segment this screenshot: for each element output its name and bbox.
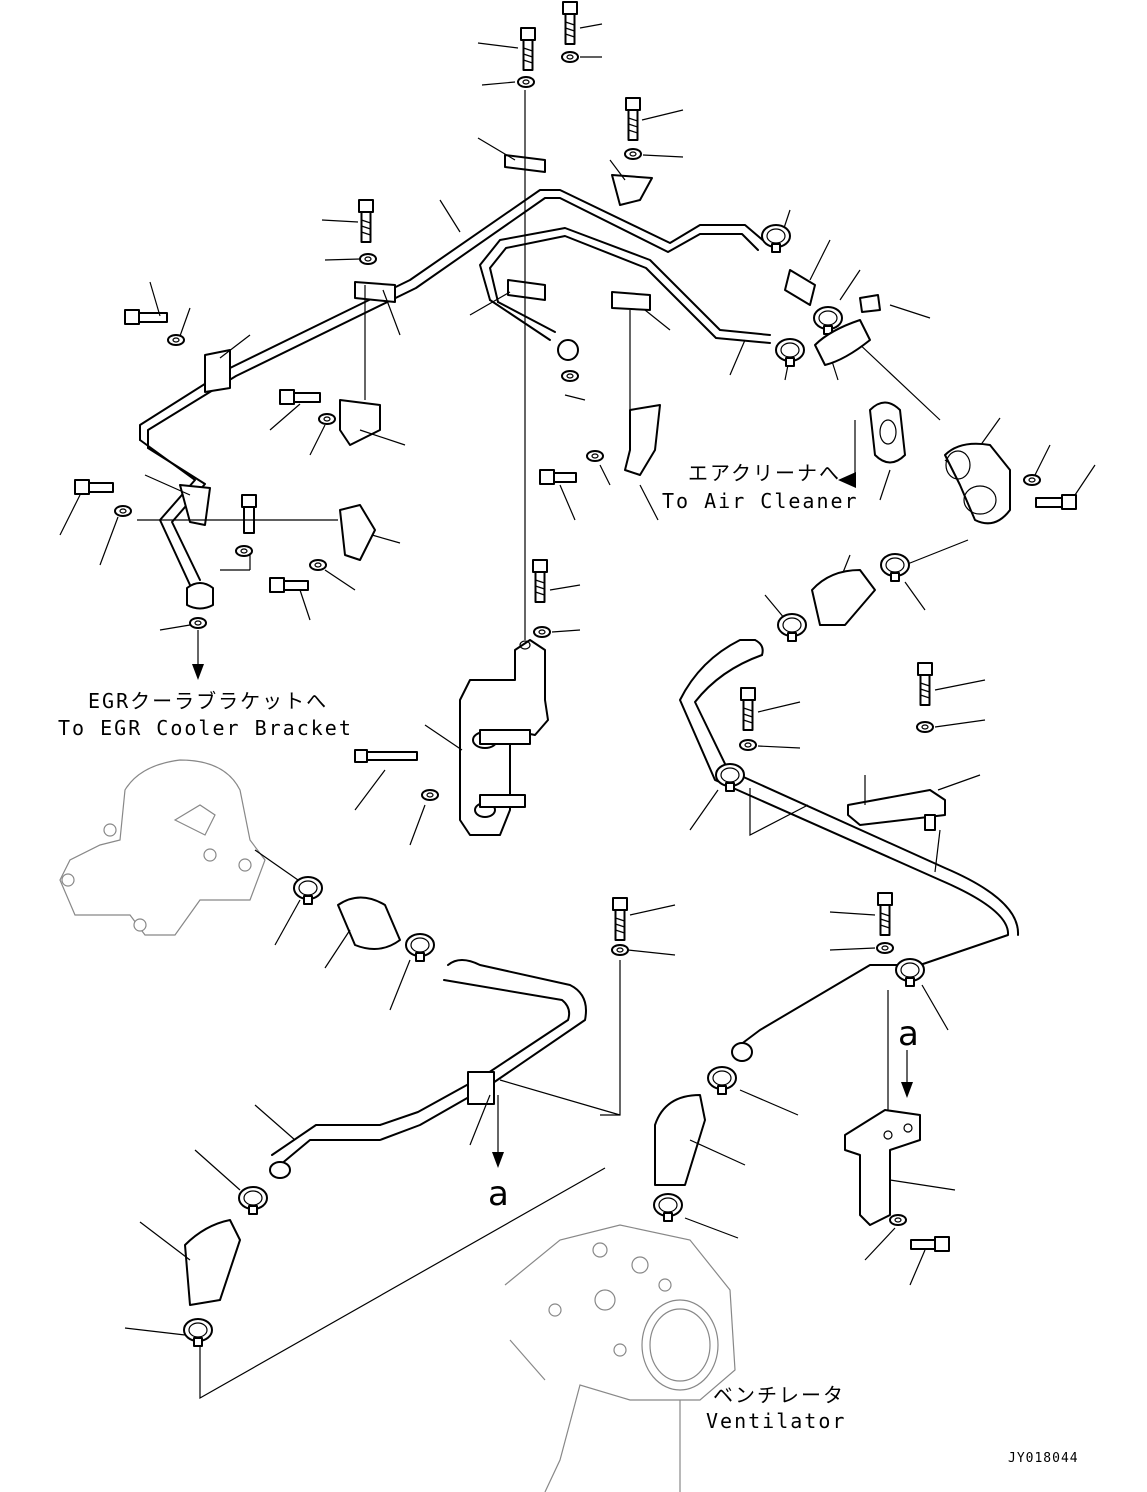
egr-label-en: To EGR Cooler Bracket [58,716,353,740]
ref-mark-a-right: a [898,1014,919,1054]
small-hose [784,269,816,306]
elbow-fitting [944,442,1011,525]
ventilator-hose [654,1094,706,1186]
gasket [869,401,906,464]
banjo-fitting [186,582,214,610]
lower-right-bracket [844,1109,921,1226]
hose-left [337,896,401,950]
ref-arrow-a [492,1095,504,1168]
egr-arrow [192,630,204,680]
drawing-code: JY018044 [1008,1451,1079,1466]
leader-lines [59,23,1096,631]
lower-left-pipe [269,959,587,1179]
second-breather-tube [479,227,771,361]
ventilator-label-jp: ベンチレータ [713,1383,845,1407]
ventilator-label-en: Ventilator [706,1409,846,1433]
engine-outline-left [59,759,266,936]
elbow-hose-left [184,1219,241,1306]
upper-right-hose [811,569,876,626]
ref-arrow-a-right [901,1050,913,1098]
right-bracket-plate [847,789,946,831]
egr-label-jp: EGRクーラブラケットへ [88,689,328,713]
ventilator-outline [504,1224,736,1492]
right-pipe [679,639,1020,1062]
air-cleaner-label-jp: エアクリーナへ [688,461,841,485]
air-cleaner-arrow [838,420,856,488]
horizontal-bolts [74,309,1077,1252]
center-bracket [459,639,549,836]
upper-breather-tube [139,189,766,586]
ref-mark-a: a [488,1174,509,1214]
air-cleaner-label-en: To Air Cleaner [662,489,859,513]
